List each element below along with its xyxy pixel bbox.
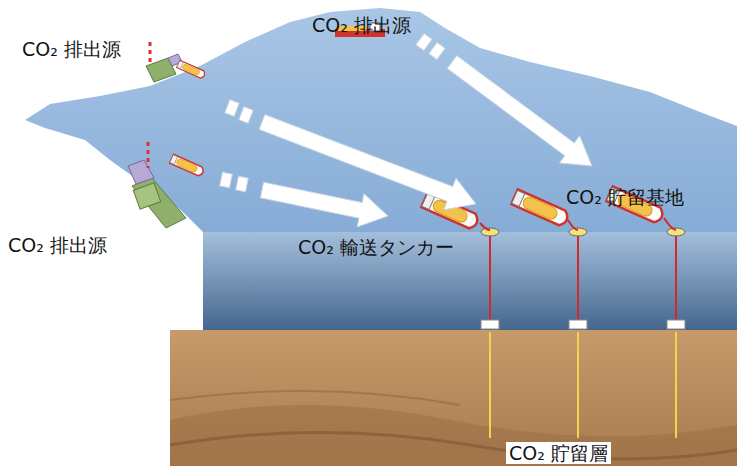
sea-water [203, 232, 737, 330]
arrow-tail [225, 100, 239, 117]
seabed [170, 330, 737, 466]
callout-label: CO₂ 輸送タンカー [298, 236, 454, 258]
stratum [170, 433, 737, 459]
callout-label: CO₂ 排出源 [22, 38, 121, 60]
arrow-tail [236, 176, 249, 192]
arrow-tail [220, 172, 233, 188]
callout-label: CO₂ 貯留基地 [566, 186, 684, 208]
callout-label: CO₂ 貯留層 [506, 442, 611, 464]
stratum [170, 405, 737, 466]
arrow-tail [416, 33, 432, 50]
flow-arrow [260, 182, 388, 227]
callout-label: CO₂ 排出源 [312, 14, 411, 36]
flow-arrow [220, 172, 388, 227]
flow-arrow [416, 33, 592, 166]
stratum [170, 391, 460, 405]
injection-pipe [480, 218, 685, 438]
flow-arrow [447, 56, 592, 166]
arrow-tail [239, 107, 253, 124]
factory [128, 42, 186, 228]
sea-surface [25, 8, 737, 232]
arrow-tail [429, 42, 445, 59]
callout-label: CO₂ 排出源 [8, 234, 107, 256]
